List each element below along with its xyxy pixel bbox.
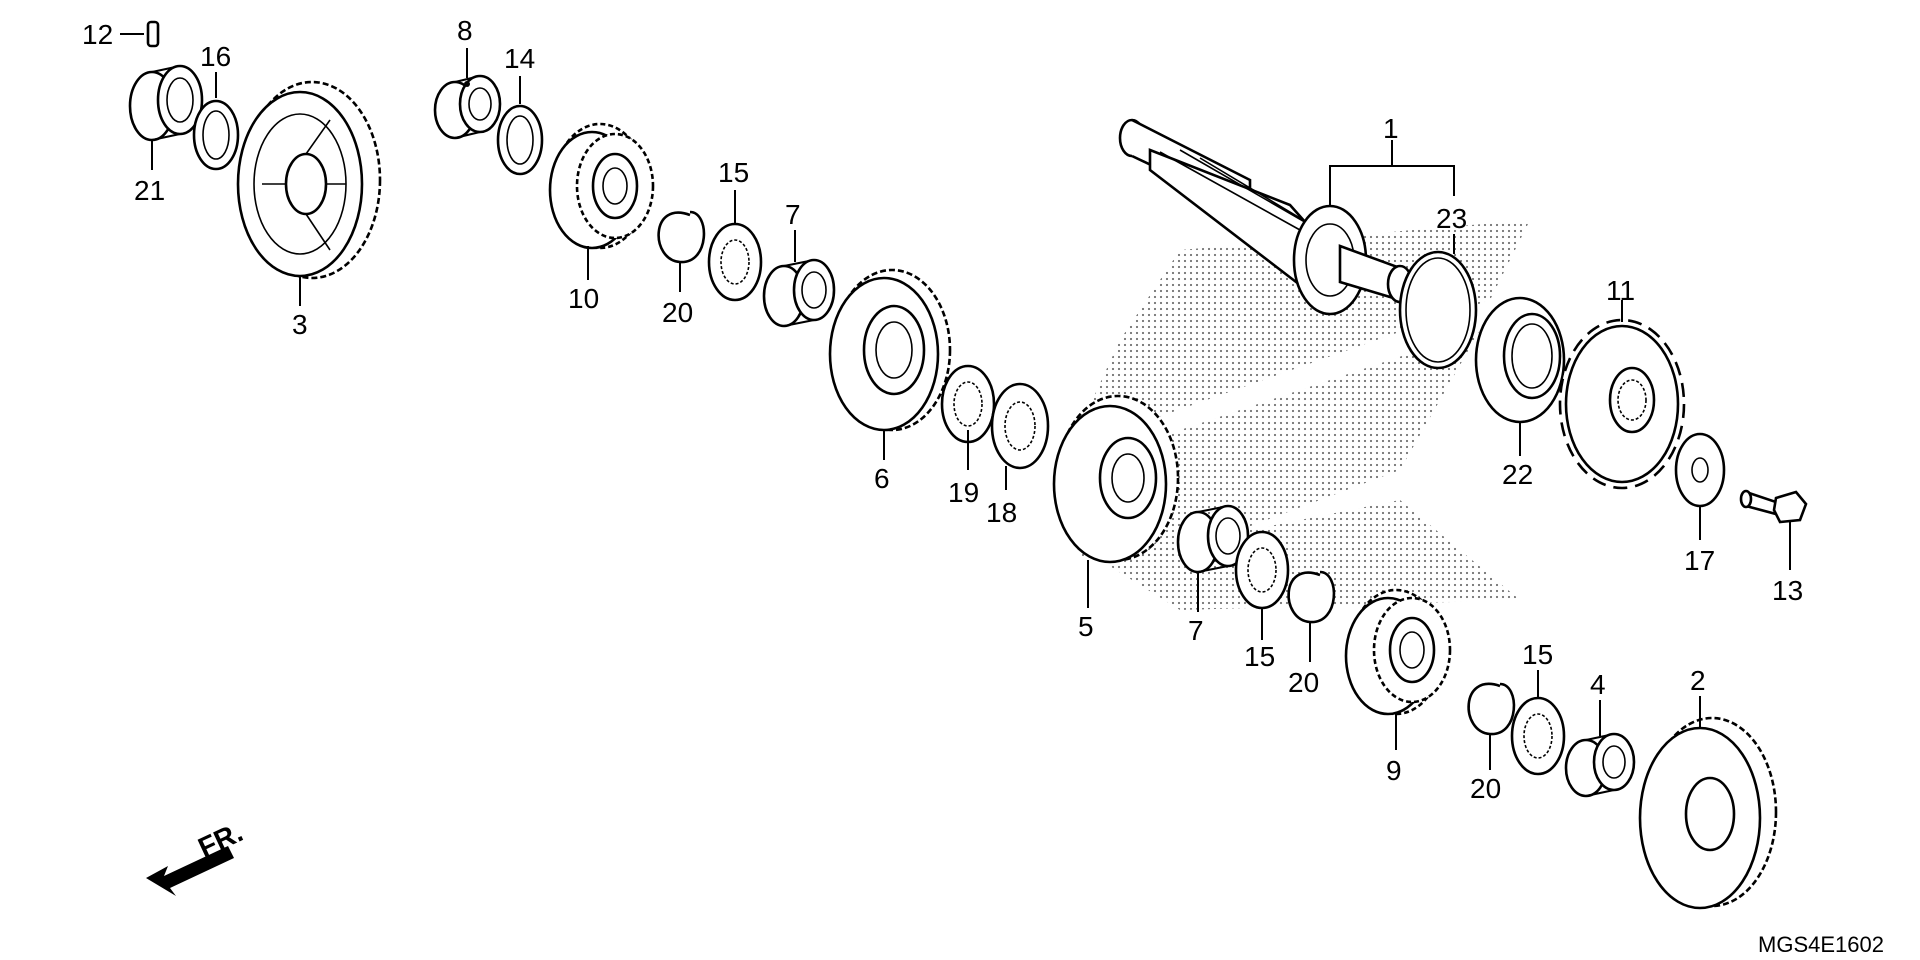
callout-3: 3 [292, 309, 308, 340]
callout-15a: 15 [718, 157, 749, 188]
callout-15c: 15 [1522, 639, 1553, 670]
callout-20a: 20 [662, 297, 693, 328]
callout-15b: 15 [1244, 641, 1275, 672]
gear-6 [828, 268, 952, 460]
callout-7a: 7 [785, 199, 801, 230]
collar-8 [433, 48, 502, 140]
callout-5: 5 [1078, 611, 1094, 642]
oil-seal-22 [1474, 296, 1566, 456]
thrust-washer-16 [192, 72, 240, 171]
diagram-code: MGS4E1602 [1758, 932, 1884, 957]
callout-13: 13 [1772, 575, 1803, 606]
callout-9: 9 [1386, 755, 1402, 786]
callout-22: 22 [1502, 459, 1533, 490]
drive-sprocket-11 [1558, 300, 1686, 490]
callout-20c: 20 [1470, 773, 1501, 804]
needle-bearing-21 [128, 64, 204, 170]
collar-4 [1564, 700, 1636, 798]
splined-washer-15c [1510, 670, 1566, 776]
washer-14 [496, 76, 544, 176]
gear-5 [1052, 394, 1180, 608]
needle-bearing-7b [1176, 504, 1250, 612]
needle-bearing-7a [762, 230, 836, 328]
snap-ring-23 [1398, 234, 1478, 370]
circlip-20b [1287, 570, 1336, 662]
lock-washer-18 [990, 382, 1050, 490]
callout-10: 10 [568, 283, 599, 314]
callout-18: 18 [986, 497, 1017, 528]
callout-6: 6 [874, 463, 890, 494]
callout-4: 4 [1590, 669, 1606, 700]
circlip-20a [657, 210, 706, 292]
lock-washer-19 [940, 364, 996, 470]
front-direction-arrow-icon [146, 846, 234, 896]
callout-14: 14 [504, 43, 535, 74]
splined-washer-15b [1234, 530, 1290, 640]
callout-16: 16 [200, 41, 231, 72]
callout-labels: 1 2 3 4 5 6 7 7 8 9 10 11 12 13 14 15 15… [82, 15, 1803, 804]
dowel-pin-12 [120, 20, 160, 48]
front-label: FR. [193, 816, 247, 863]
gear-10 [548, 122, 655, 280]
gear-2 [1638, 696, 1778, 910]
gear-9 [1344, 588, 1452, 750]
bolt-13 [1739, 489, 1808, 570]
callout-8: 8 [457, 15, 473, 46]
splined-washer-15a [707, 190, 763, 302]
callout-21: 21 [134, 175, 165, 206]
callout-7b: 7 [1188, 615, 1204, 646]
callout-23: 23 [1436, 203, 1467, 234]
washer-17 [1674, 432, 1726, 540]
callout-20b: 20 [1288, 667, 1319, 698]
circlip-20c [1467, 682, 1516, 770]
callout-19: 19 [948, 477, 979, 508]
callout-12: 12 [82, 19, 113, 50]
callout-1: 1 [1383, 113, 1399, 144]
gear-3 [236, 80, 382, 306]
callout-2: 2 [1690, 665, 1706, 696]
callout-17: 17 [1684, 545, 1715, 576]
callout-11: 11 [1606, 275, 1635, 306]
